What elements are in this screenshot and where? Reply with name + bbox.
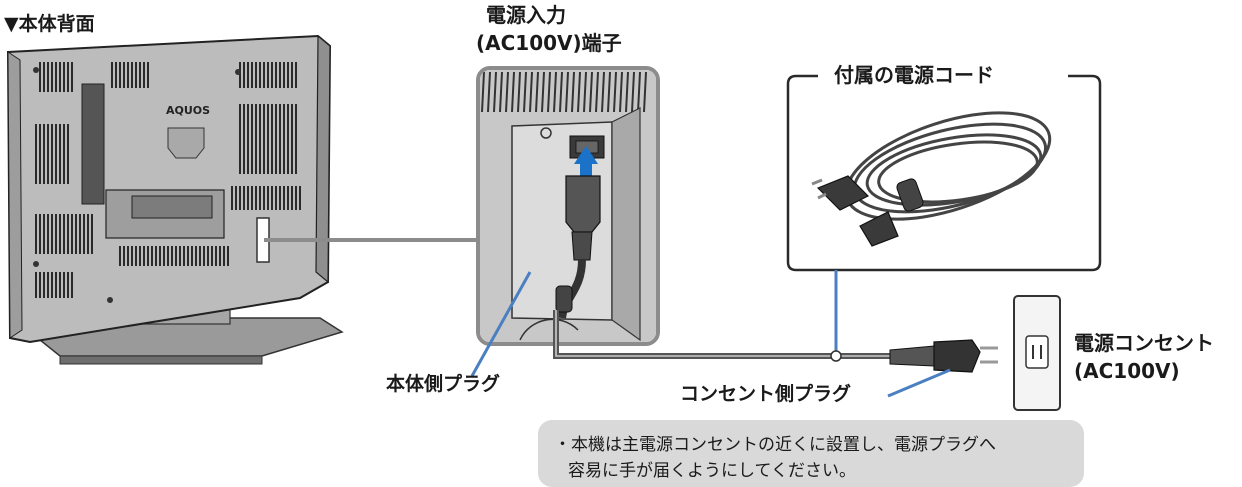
zoom-vent-slot	[517, 71, 521, 113]
zoom-vent-slot	[619, 71, 623, 113]
zoom-vent-slot	[595, 71, 599, 113]
zoom-vent-slot	[625, 71, 629, 113]
zoom-vent-slot	[523, 71, 527, 113]
zoom-vent-slot	[505, 71, 509, 113]
zoom-vent-slot	[535, 71, 539, 113]
zoom-vent-slot	[529, 71, 533, 113]
zoom-vent-slot	[559, 71, 563, 113]
outlet-label-line2: (AC100V)	[1074, 359, 1180, 383]
zoom-vent-slot	[589, 71, 593, 113]
zoom-vent-slot	[631, 71, 635, 113]
zoom-vent-slot	[643, 71, 647, 113]
zoom-vent-slot	[571, 71, 575, 113]
outlet-side-plug-illustration	[889, 339, 998, 373]
zoom-vent-slot	[577, 71, 581, 113]
zoom-vent-slot	[565, 71, 569, 113]
power-input-label-line2: (AC100V)端子	[476, 31, 622, 55]
zoom-vent-slot	[493, 71, 497, 113]
power-input-label-line1: 電源入力	[486, 3, 566, 27]
zoom-frame	[476, 66, 660, 346]
note-line-2: 容易に手が届くようにしてください。	[568, 461, 856, 481]
tv-logo: AQUOS	[166, 104, 210, 117]
tv-rear-illustration: AQUOS	[6, 34, 344, 365]
zoom-vent-slot	[607, 71, 611, 113]
zoom-vent-slot	[553, 71, 557, 113]
zoom-vent-slot	[541, 71, 545, 113]
note-line-1: ・本機は主電源コンセントの近くに設置し、電源プラグへ	[554, 435, 996, 455]
zoom-vent-slot	[487, 71, 491, 113]
outlet-side-plug-label: コンセント側プラグ	[680, 383, 852, 405]
zoom-vent-slot	[613, 71, 617, 113]
installation-note: ・本機は主電源コンセントの近くに設置し、電源プラグへ 容易に手が届くようにしてく…	[538, 420, 1084, 487]
body-side-plug-label: 本体側プラグ	[386, 373, 501, 395]
outlet-label-line1: 電源コンセント	[1074, 331, 1214, 355]
zoom-vent-slot	[637, 71, 641, 113]
body-plug-pointer-line	[470, 271, 532, 377]
triangle-marker-icon: ▼	[4, 13, 19, 35]
zoom-vent-slot	[511, 71, 515, 113]
zoom-vent-slot	[583, 71, 587, 113]
zoom-vent-slot	[547, 71, 551, 113]
supplied-cord-label: 付属の電源コード	[826, 64, 1002, 87]
zoom-vent-slot	[499, 71, 503, 113]
zoom-vent-slot	[481, 71, 485, 113]
rear-view-title: ▼本体背面	[4, 13, 95, 35]
insert-arrow-icon	[574, 146, 598, 178]
zoom-vent-slot	[601, 71, 605, 113]
outlet-plug-pointer-line	[887, 368, 951, 398]
supplied-cord-box	[786, 74, 1102, 272]
wall-outlet-illustration	[1013, 295, 1061, 411]
